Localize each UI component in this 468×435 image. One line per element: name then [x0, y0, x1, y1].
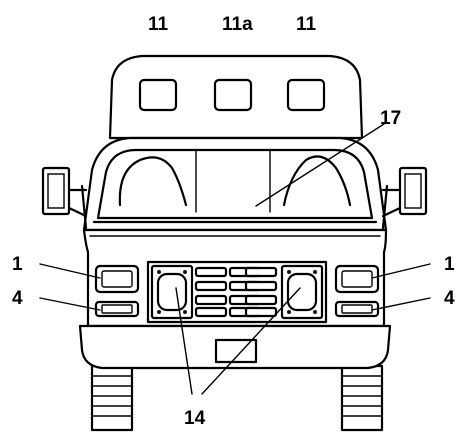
callout-windshield: 17 [380, 108, 401, 129]
right-tire [340, 364, 384, 432]
callout-beacon-center: 11a [222, 14, 253, 35]
callout-marker-left: 4 [12, 288, 23, 309]
callout-marker-right: 4 [444, 288, 455, 309]
callout-grille-lamps: 14 [184, 408, 206, 429]
mirror-right [381, 166, 428, 230]
left-tire [90, 364, 134, 432]
seat-left [118, 156, 188, 207]
callout-headlamp-left: 1 [12, 254, 23, 275]
grille-lamp-right [280, 264, 324, 320]
leader-lines [39, 123, 431, 395]
grille-slats [194, 266, 278, 318]
license-plate [214, 338, 258, 364]
mirror-left [41, 166, 88, 230]
callout-beacon-left: 11 [148, 14, 169, 35]
callout-headlamp-right: 1 [444, 254, 455, 275]
beacon-light-left [138, 78, 178, 112]
beacon-light-center [213, 78, 253, 112]
headlamp-left [94, 264, 140, 294]
beacon-light-right [286, 78, 326, 112]
headlamp-right [334, 264, 380, 294]
callout-beacon-right: 11 [296, 14, 317, 35]
seat-right [282, 155, 352, 207]
windshield [96, 148, 374, 220]
grille-lamp-left [150, 264, 194, 320]
